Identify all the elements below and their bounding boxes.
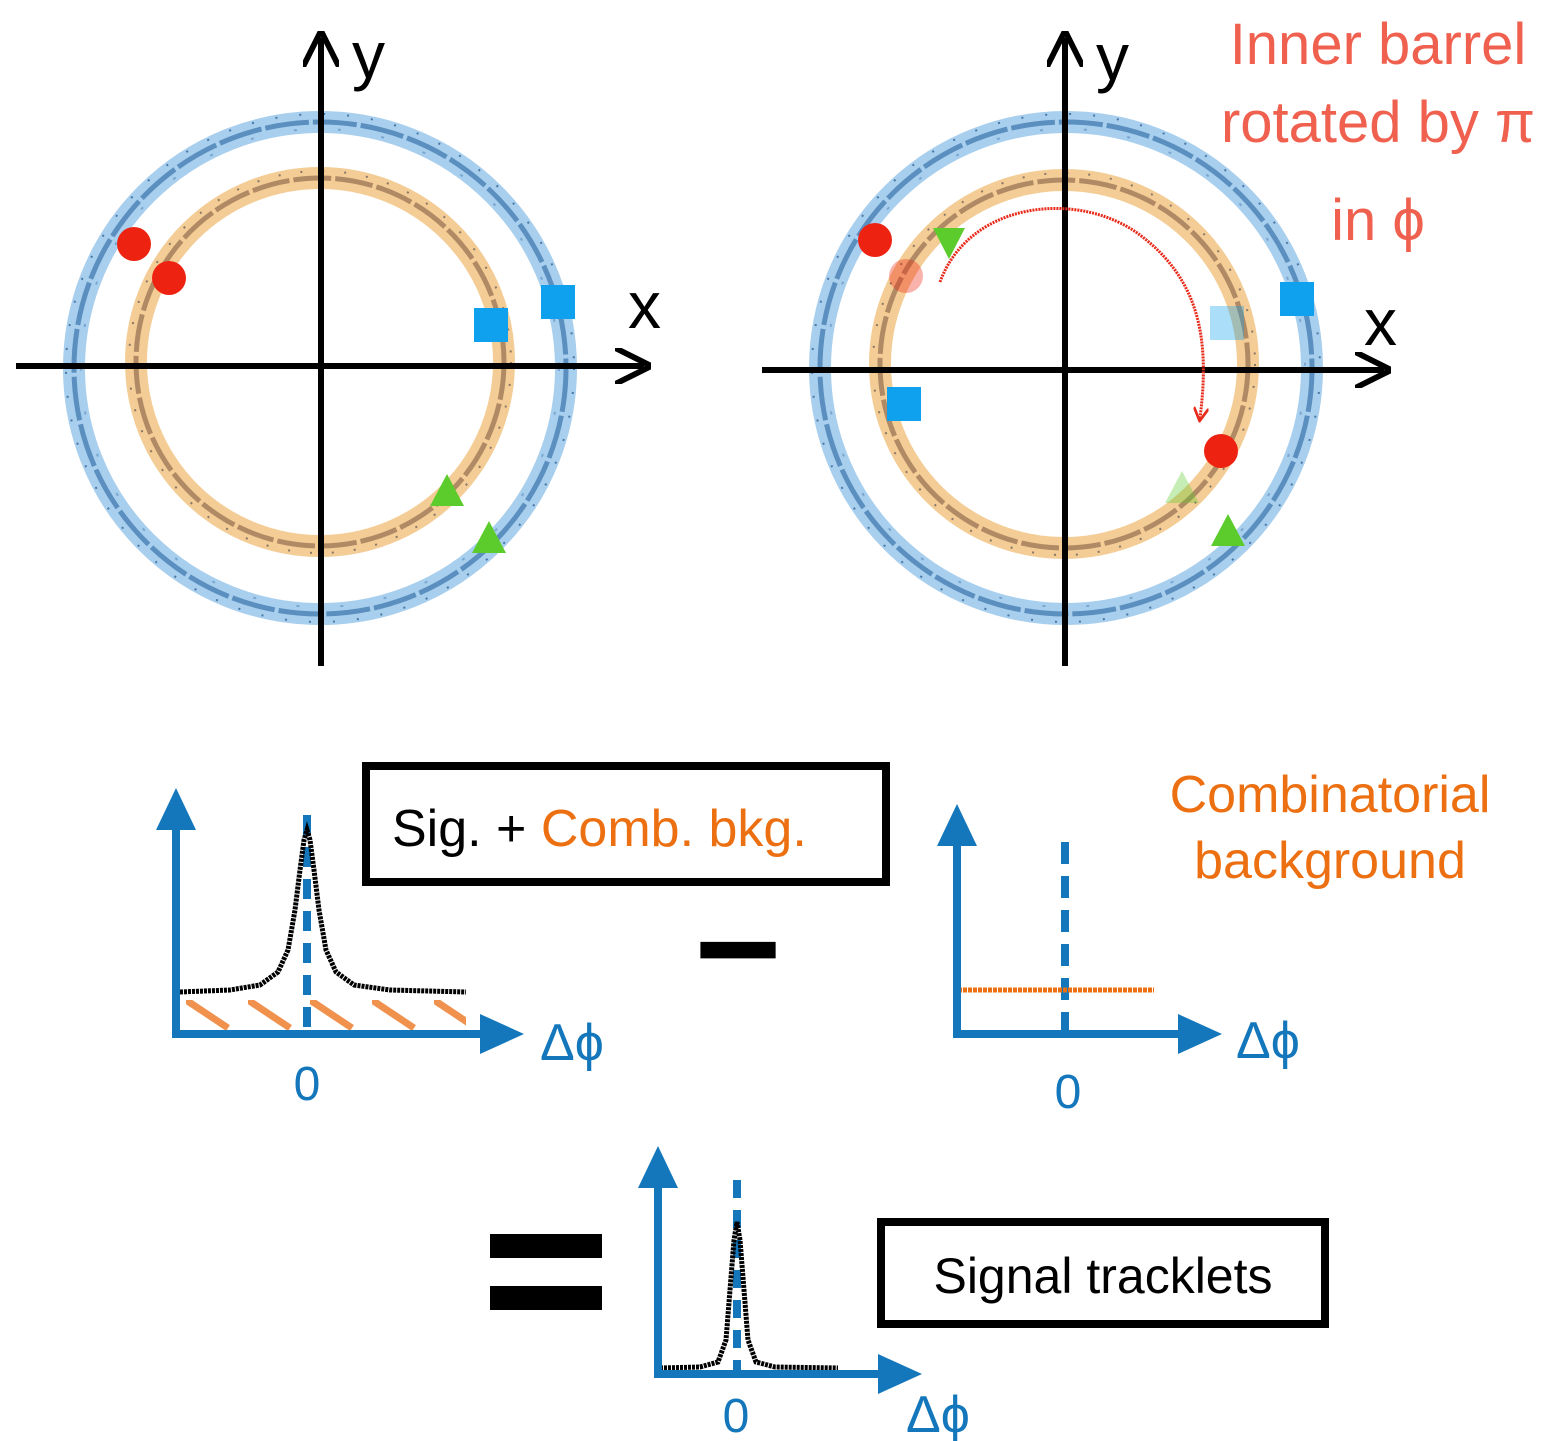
signal-tracklets-box: Signal tracklets [877,1218,1329,1328]
note-line-3: in ϕ [1331,188,1425,253]
green-triangle-marker [1211,514,1245,546]
green-triangle-marker [430,474,464,506]
equals-sign-text: = [543,1272,549,1283]
y-axis-arrowhead [638,1146,678,1188]
x-axis-arrowhead [1178,1014,1222,1054]
top-left-barrel-diagram: y x [16,18,661,666]
blue-square-marker [541,285,575,319]
title-line-1: Combinatorial [1170,766,1491,824]
note-line-2: rotated by π [1221,90,1535,155]
zero-tick-label: 0 [1055,1066,1082,1119]
signal-plus-background-box: Sig. + Comb. bkg. [362,762,890,886]
red-circle-marker [1204,434,1238,468]
x-axis-arrowhead [878,1354,922,1394]
red-circle-marker [117,227,151,261]
red-circle-marker [858,223,892,257]
x-axis-label: Δϕ [540,1014,604,1072]
y-axis-label: y [1096,20,1129,94]
faded-green-triangle-marker [1165,471,1199,503]
y-axis-arrowhead [937,804,977,846]
blue-square-marker [887,387,921,421]
equals-sign: = [490,1234,602,1310]
green-triangle-marker [472,521,506,553]
box-label: Signal tracklets [933,1248,1272,1304]
combinatorial-background-plot: Combinatorial background Δϕ 0 [937,766,1490,1119]
green-triangle-marker [933,228,965,259]
signal-plus-background-curve [179,821,467,995]
signal-curve [659,1221,839,1371]
zero-tick-label: 0 [294,1058,321,1111]
y-axis [953,826,1190,1038]
box-label-background: Comb. bkg. [541,800,807,858]
red-circle-marker [152,261,186,295]
background-hatched-area [176,993,466,1030]
box-label-signal: Sig. + [392,800,541,858]
x-axis-arrowhead [480,1014,524,1054]
faded-red-circle-marker [889,259,923,293]
blue-square-marker [474,308,508,342]
top-right-barrel-diagram: y x Inner barrel rotated by π in ϕ [762,12,1535,666]
svg-text:Sig. + Comb. bkg.: Sig. + Comb. bkg. [392,800,807,858]
plot-title: Combinatorial background [1170,766,1491,890]
rotation-note: Inner barrel rotated by π in ϕ [1221,12,1535,253]
note-line-1: Inner barrel [1230,12,1527,77]
zero-tick-label: 0 [723,1390,750,1441]
x-axis-label: x [1364,285,1397,359]
y-axis [172,810,490,1038]
signal-plus-background-plot: Δϕ 0 Sig. + Comb. bkg. [156,762,890,1111]
blue-square-marker [1280,282,1314,316]
minus-sign: − [694,864,782,1032]
y-axis-label: y [352,18,385,92]
x-axis-label: Δϕ [906,1386,970,1441]
x-axis-label: Δϕ [1236,1012,1300,1070]
rotation-arrow [938,207,1203,418]
y-axis [654,1168,890,1378]
title-line-2: background [1194,832,1466,890]
x-axis-label: x [628,268,661,342]
faded-blue-square-marker [1210,306,1244,340]
y-axis-arrowhead [156,788,196,830]
signal-tracklets-plot: Δϕ 0 Signal tracklets [638,1146,1329,1441]
